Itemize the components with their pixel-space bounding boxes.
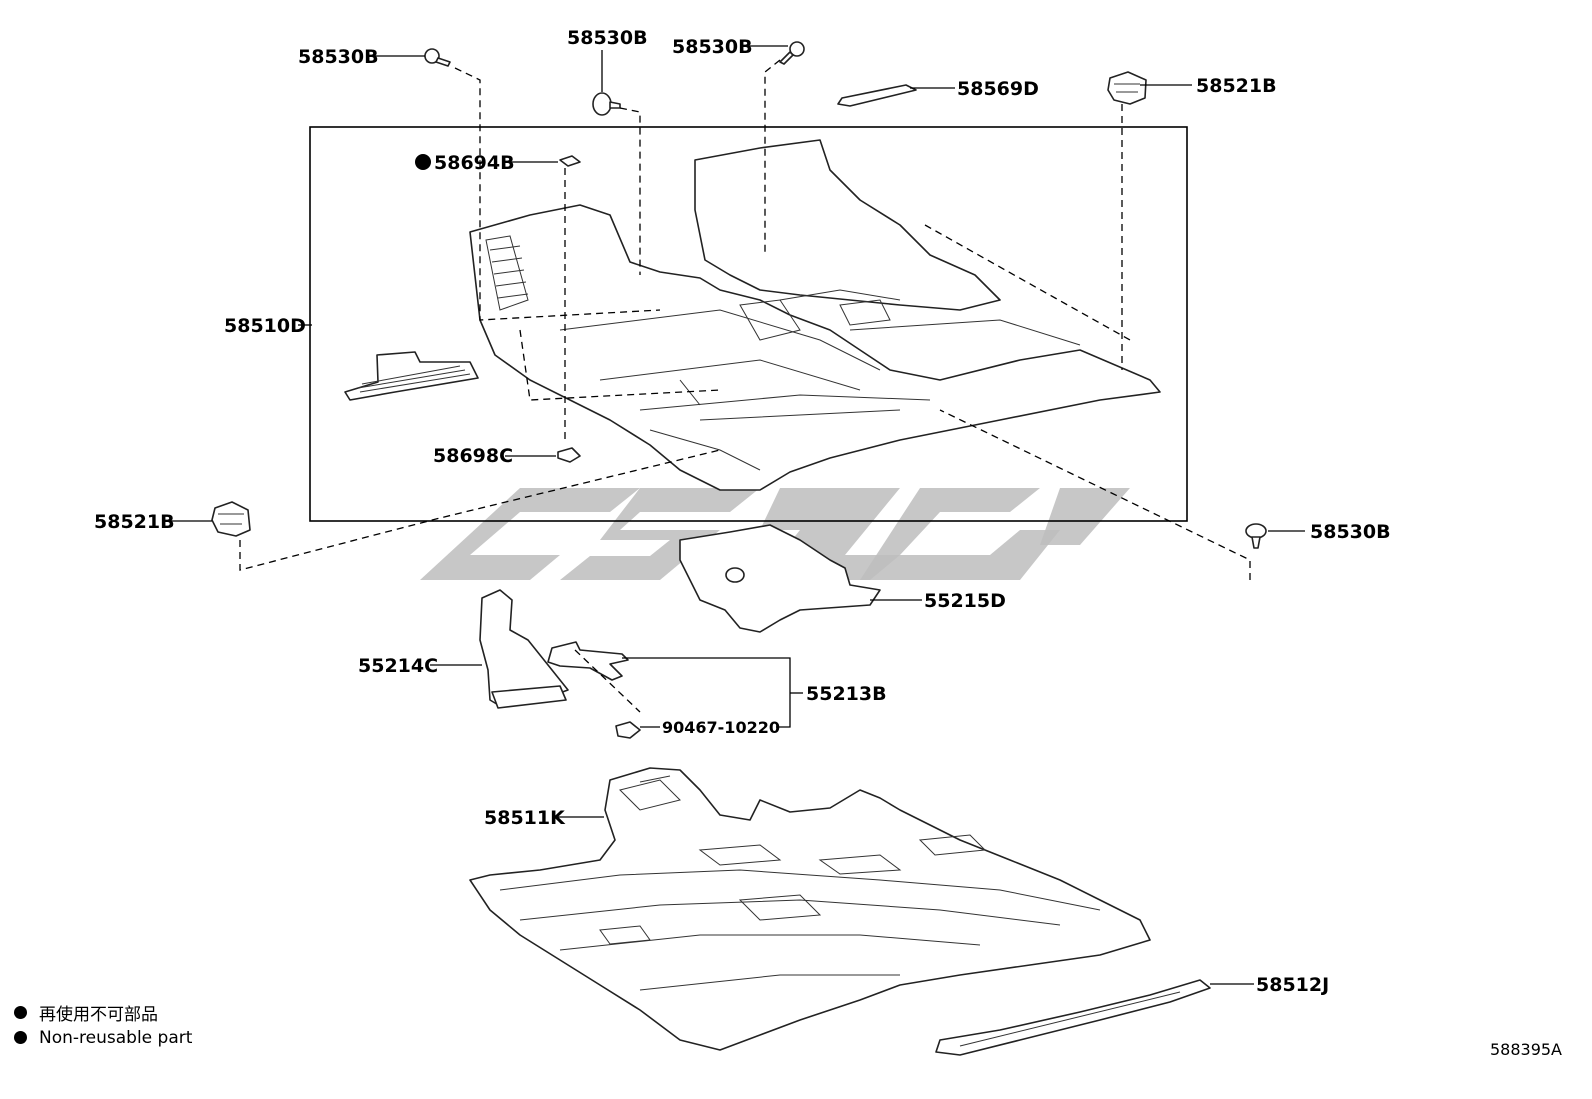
label-58694B: 58694B bbox=[434, 152, 515, 174]
label-58512J: 58512J bbox=[1256, 974, 1329, 996]
clip-58530B-a bbox=[424, 48, 451, 67]
diagram-code: 588395A bbox=[1489, 1040, 1562, 1059]
silencer-hole bbox=[725, 567, 745, 583]
label-55213B: 55213B bbox=[806, 683, 887, 705]
label-58569D: 58569D bbox=[957, 78, 1039, 100]
label-58521B-a: 58521B bbox=[1196, 75, 1277, 97]
legend-english-text: Non-reusable part bbox=[39, 1027, 193, 1048]
clip-58530B-d bbox=[1245, 523, 1267, 549]
label-58510D: 58510D bbox=[224, 315, 306, 337]
label-58530B-b: 58530B bbox=[567, 27, 648, 49]
label-58511K: 58511K bbox=[484, 807, 566, 829]
label-58521B-b: 58521B bbox=[94, 511, 175, 533]
label-58530B-d: 58530B bbox=[1310, 521, 1391, 543]
label-55215D: 55215D bbox=[924, 590, 1006, 612]
trim-58512J bbox=[935, 979, 1211, 1056]
grommet-58698C bbox=[557, 447, 581, 463]
label-58698C: 58698C bbox=[433, 445, 513, 467]
floor-carpet-58511K bbox=[469, 767, 1151, 1051]
non-reusable-dot-icon bbox=[415, 154, 431, 170]
clip-58521B-b bbox=[211, 501, 251, 537]
floor-carpet-58510D bbox=[469, 139, 1161, 491]
bullet-dot-icon bbox=[14, 1006, 27, 1019]
clip-90467-10220 bbox=[615, 721, 641, 739]
label-90467-10220: 90467-10220 bbox=[662, 718, 780, 737]
legend-row-japanese: 再使用不可部品 bbox=[14, 1000, 192, 1025]
clip-58521B-a bbox=[1107, 71, 1147, 105]
clip-58530B-b bbox=[592, 92, 621, 116]
legend: 再使用不可部品 Non-reusable part bbox=[14, 1000, 192, 1050]
silencer-55215D bbox=[679, 524, 881, 633]
legend-japanese-text: 再使用不可部品 bbox=[39, 1005, 158, 1025]
pad-55214C bbox=[479, 589, 569, 707]
legend-row-english: Non-reusable part bbox=[14, 1025, 192, 1050]
trim-58569D bbox=[837, 84, 917, 107]
label-58530B-a: 58530B bbox=[298, 46, 379, 68]
label-58530B-c: 58530B bbox=[672, 36, 753, 58]
watermark-logo bbox=[420, 488, 1130, 580]
clip-58530B-c bbox=[779, 41, 805, 65]
pad-55213B bbox=[547, 641, 629, 681]
grommet-58694B bbox=[559, 155, 581, 167]
assembly-frame bbox=[309, 126, 1188, 522]
label-55214C: 55214C bbox=[358, 655, 438, 677]
bullet-dot-icon bbox=[14, 1031, 27, 1044]
